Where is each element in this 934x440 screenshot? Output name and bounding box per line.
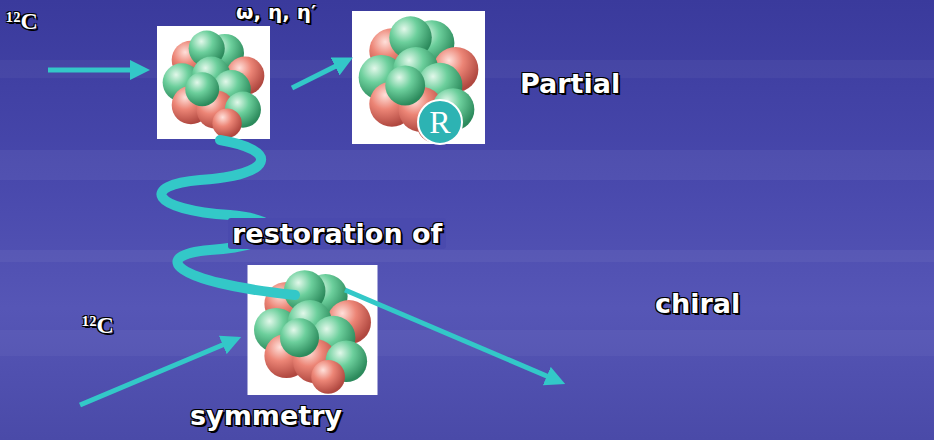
- caption-word: symmetry: [190, 400, 342, 431]
- node-text: R: [429, 106, 450, 138]
- caption-word: chiral: [655, 288, 740, 319]
- isotope-label: ¹²C: [6, 8, 38, 35]
- caption-word: Partial: [520, 68, 620, 99]
- resonance-circle: R: [417, 99, 463, 145]
- meson-label: ω, η, η′: [236, 0, 316, 24]
- isotope-label: ¹²C: [82, 312, 114, 339]
- caption-word: restoration of: [228, 218, 446, 249]
